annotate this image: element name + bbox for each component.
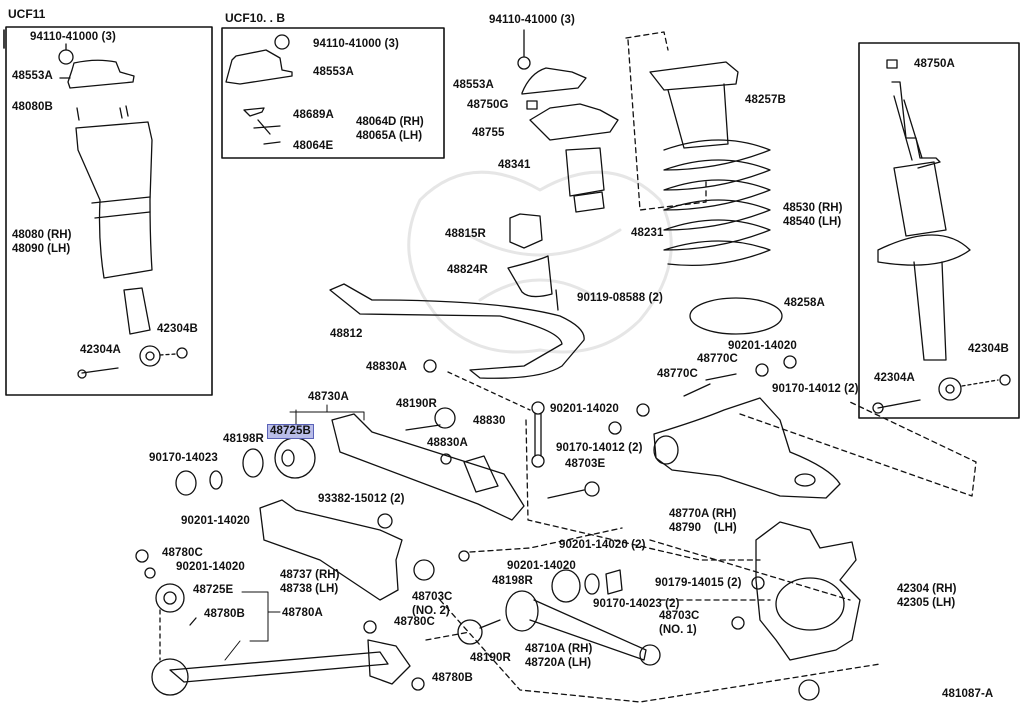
part-label[interactable]: 94110-41000 (3): [489, 14, 575, 26]
assembly-lines: [425, 419, 881, 703]
part-label[interactable]: 48257B: [745, 94, 786, 106]
upper-arm-art: [608, 355, 977, 499]
part-label[interactable]: 42304B: [968, 343, 1009, 355]
shock-absorber-art: [872, 59, 1011, 414]
part-label[interactable]: 48737 (RH) 48738 (LH): [280, 569, 340, 595]
part-label[interactable]: 90201-14020: [550, 403, 619, 415]
part-label[interactable]: 48780C: [162, 547, 203, 559]
watermark-logo: [407, 170, 673, 354]
part-label[interactable]: 90201-14020: [176, 561, 245, 573]
part-label[interactable]: 48198R: [492, 575, 533, 587]
part-label[interactable]: 48755: [472, 127, 505, 139]
part-label[interactable]: 90170-14023: [149, 452, 218, 464]
part-label[interactable]: 90201-14020: [728, 340, 797, 352]
part-label[interactable]: 42304 (RH) 42305 (LH): [897, 583, 957, 609]
part-label[interactable]: 48812: [330, 328, 363, 340]
part-label[interactable]: 48750A: [914, 58, 955, 70]
part-label[interactable]: 48064D (RH) 48065A (LH): [356, 116, 424, 142]
part-label[interactable]: 48080 (RH) 48090 (LH): [12, 229, 72, 255]
part-label[interactable]: 48258A: [784, 297, 825, 309]
part-label[interactable]: 48725E: [193, 584, 234, 596]
part-label[interactable]: 90201-14020 (2): [559, 539, 646, 551]
part-label[interactable]: 48830A: [427, 437, 468, 449]
upper-mount-art: [517, 29, 619, 213]
part-label-highlighted[interactable]: 48725B: [267, 424, 314, 439]
part-label[interactable]: 48710A (RH) 48720A (LH): [525, 643, 593, 669]
lower-arm-art: [175, 407, 600, 521]
stabilizer-art: [329, 213, 585, 411]
part-label[interactable]: 48815R: [445, 228, 486, 240]
part-label[interactable]: 48341: [498, 159, 531, 171]
part-label[interactable]: 48190R: [470, 652, 511, 664]
part-label[interactable]: 90170-14012 (2): [772, 383, 859, 395]
part-label[interactable]: 48190R: [396, 398, 437, 410]
part-label[interactable]: 48770C: [697, 353, 738, 365]
air-spring-art: [58, 43, 188, 379]
inset-title-ucf10: UCF10. . B: [225, 11, 286, 25]
part-label[interactable]: 48824R: [447, 264, 488, 276]
part-label[interactable]: 48553A: [313, 66, 354, 78]
part-label[interactable]: 48830A: [366, 361, 407, 373]
figure-id: 481087-A: [942, 688, 994, 700]
part-label[interactable]: 48830: [473, 415, 506, 427]
part-label[interactable]: 48689A: [293, 109, 334, 121]
part-label[interactable]: 48780C: [394, 616, 435, 628]
part-label[interactable]: 94110-41000 (3): [30, 31, 116, 43]
part-label[interactable]: 90179-14015 (2): [655, 577, 742, 589]
part-label[interactable]: 42304A: [874, 372, 915, 384]
part-label[interactable]: 48780B: [432, 672, 473, 684]
lateral-rod-art: [135, 549, 435, 696]
part-label[interactable]: 93382-15012 (2): [318, 493, 405, 505]
toe-arm-art: [457, 550, 745, 666]
stabilizer-link-art: [531, 401, 545, 468]
coil-spring-art: [625, 31, 783, 335]
part-label[interactable]: 48780B: [204, 608, 245, 620]
part-label[interactable]: 90201-14020: [181, 515, 250, 527]
part-label[interactable]: 48553A: [453, 79, 494, 91]
part-label[interactable]: 48730A: [308, 391, 349, 403]
part-label[interactable]: 48770A (RH) 48790 (LH): [669, 508, 737, 534]
part-label[interactable]: 48080B: [12, 101, 53, 113]
part-label[interactable]: 90119-08588 (2): [577, 292, 663, 304]
part-label[interactable]: 48750G: [467, 99, 509, 111]
part-label[interactable]: 48530 (RH) 48540 (LH): [783, 202, 843, 228]
part-label[interactable]: 48703C (NO. 2): [412, 591, 453, 617]
part-label[interactable]: 48780A: [282, 607, 323, 619]
part-label[interactable]: 42304B: [157, 323, 198, 335]
part-label[interactable]: 48703C (NO. 1): [659, 610, 700, 636]
part-label[interactable]: 48064E: [293, 140, 334, 152]
part-label[interactable]: 48770C: [657, 368, 698, 380]
part-label[interactable]: 90170-14012 (2): [556, 442, 643, 454]
part-label[interactable]: 42304A: [80, 344, 121, 356]
knuckle-art: [751, 521, 861, 701]
ucf10-art: [225, 34, 293, 145]
part-label[interactable]: 94110-41000 (3): [313, 38, 399, 50]
part-label[interactable]: 48553A: [12, 70, 53, 82]
part-label[interactable]: 48703E: [565, 458, 606, 470]
inset-box-shock: [858, 42, 1020, 419]
inset-box-ucf10: [221, 27, 445, 159]
inset-title-ucf11: UCF11: [8, 7, 46, 21]
inset-box-ucf11: [5, 26, 213, 396]
part-label[interactable]: 48231: [631, 227, 664, 239]
part-label[interactable]: 90201-14020: [507, 560, 576, 572]
cover-48737-art: [259, 499, 403, 601]
part-label[interactable]: 48198R: [223, 433, 264, 445]
part-label[interactable]: 90170-14023 (2): [593, 598, 680, 610]
